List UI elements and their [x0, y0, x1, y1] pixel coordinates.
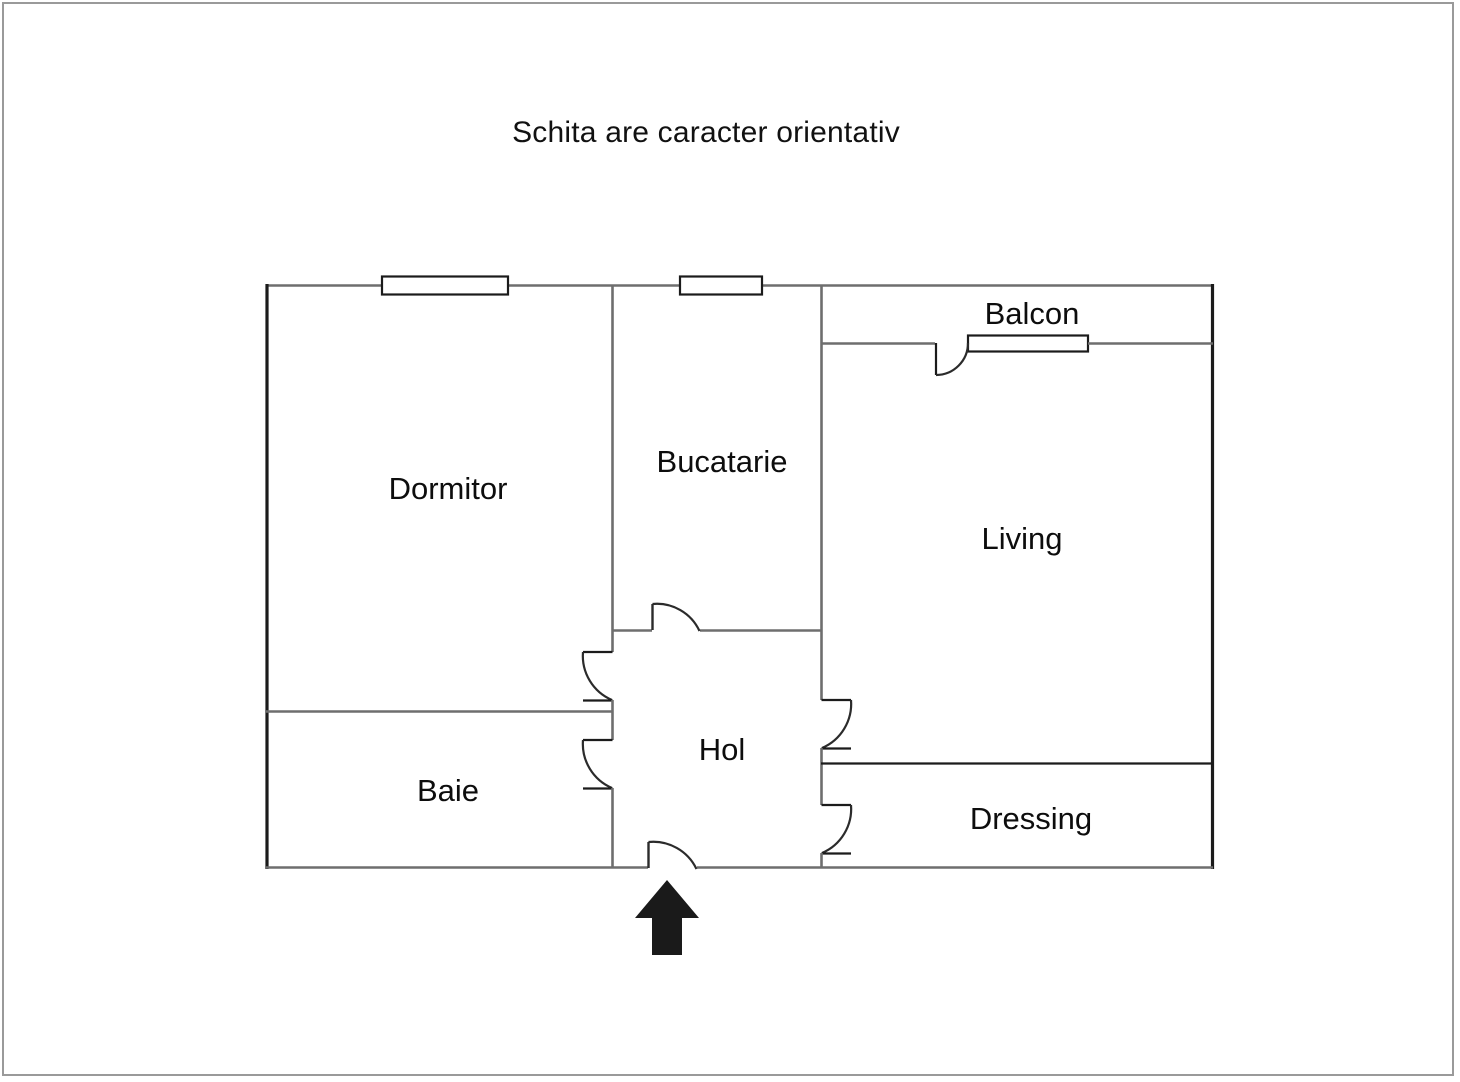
- room-labels: Dormitor Bucatarie Balcon Living Baie Ho…: [389, 296, 1093, 836]
- windows-group: [380, 275, 1090, 353]
- balcon-walls: [822, 342, 1213, 377]
- entrance-arrow-shape: [635, 880, 699, 955]
- plan-title-text: Schita are caracter orientativ: [512, 116, 900, 149]
- room-label-living: Living: [982, 521, 1063, 556]
- room-label-baie: Baie: [417, 773, 479, 808]
- room-label-dressing: Dressing: [970, 801, 1092, 836]
- interior-vertical-walls: [611, 285, 823, 630]
- outer-walls: [265, 284, 1215, 869]
- interior-horizontal-walls: [266, 710, 1213, 765]
- door-living-arc: [821, 699, 853, 750]
- room-label-dormitor: Dormitor: [389, 471, 508, 506]
- door-bucatarie-arc: [652, 602, 701, 632]
- plan-title: Schita are caracter orientativ: [0, 116, 1460, 150]
- window-balcon: [966, 334, 1090, 353]
- door-baie-arc: [581, 739, 613, 790]
- room-label-balcon: Balcon: [985, 296, 1080, 331]
- door-balcon-arc: [935, 342, 970, 377]
- room-label-hol: Hol: [699, 732, 746, 767]
- window-bucatarie: [678, 275, 764, 296]
- door-dressing-arc: [821, 804, 853, 855]
- door-dormitor-arc: [581, 651, 613, 702]
- entrance-arrow: [635, 880, 699, 955]
- door-entrance-arc: [648, 840, 698, 870]
- room-label-bucatarie: Bucatarie: [657, 444, 788, 479]
- hol-walls: [581, 602, 853, 870]
- window-dormitor: [380, 275, 510, 296]
